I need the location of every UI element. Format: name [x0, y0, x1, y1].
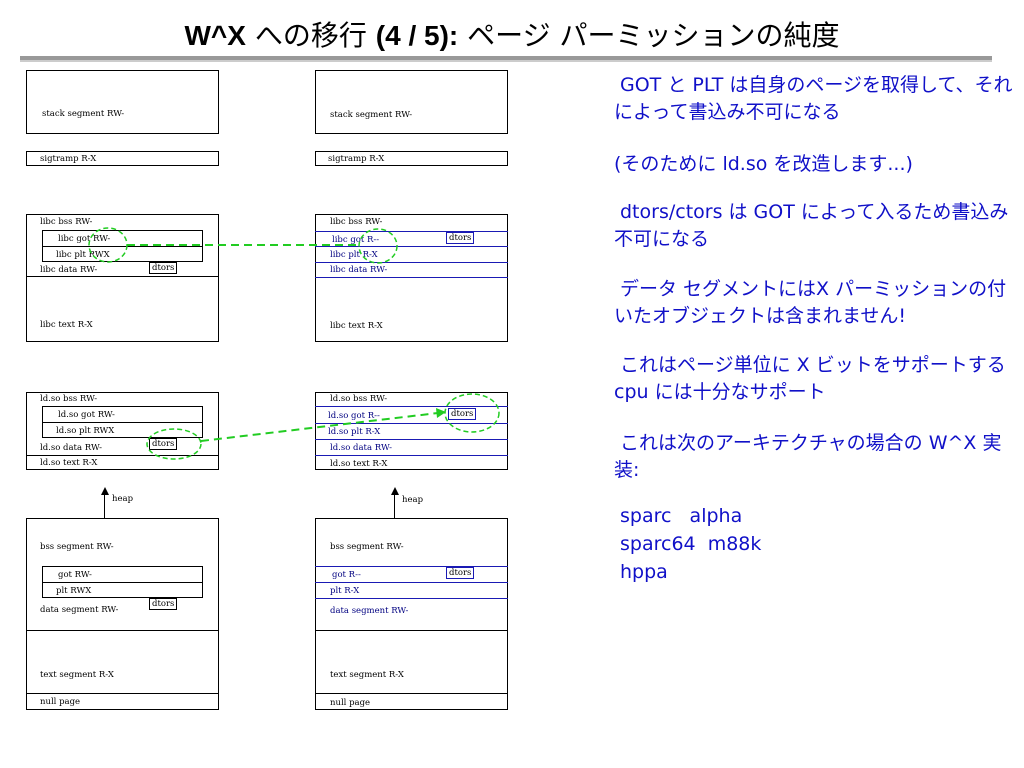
- right-plt-divider: [315, 598, 508, 599]
- right-text-divider: [315, 630, 508, 631]
- left-got-label: got RW-: [58, 570, 92, 580]
- right-heap-label: heap: [402, 495, 424, 505]
- right-ldso-bss-label: ld.so bss RW-: [330, 394, 388, 404]
- left-ldso-got-plt-divider: [42, 422, 203, 423]
- right-libc-text-label: libc text R-X: [330, 321, 383, 331]
- title-part4: ページ パーミッションの純度: [467, 19, 840, 52]
- right-null-divider: [315, 693, 508, 694]
- right-null-label: null page: [330, 698, 371, 708]
- left-dtors-tag: dtors: [149, 598, 178, 610]
- right-ldso-got-divider: [315, 423, 508, 424]
- title-part2: への移行: [254, 19, 367, 52]
- left-bss-label: bss segment RW-: [40, 542, 114, 552]
- left-ldso-dtors-tag: dtors: [149, 438, 178, 450]
- right-ldso-plt-divider: [315, 439, 508, 440]
- arch-line-3: hppa: [620, 561, 668, 583]
- right-data-label: data segment RW-: [330, 606, 409, 616]
- left-ldso-plt-label: ld.so plt RWX: [56, 426, 115, 436]
- note-dtors-ctors: dtors/ctors は GOT によって入るため書込み不可になる: [614, 201, 1009, 250]
- note-ldso-modified: (そのために ld.so を改造します...): [614, 153, 913, 175]
- right-ldso-data-divider: [315, 455, 508, 456]
- right-libc-dtors-tag: dtors: [446, 232, 475, 244]
- left-ldso-text-divider: [26, 455, 219, 456]
- right-ldso-data-label: ld.so data RW-: [330, 443, 392, 453]
- right-ldso-dtors-tag: dtors: [448, 408, 477, 420]
- right-ldso-got-top: [315, 406, 508, 407]
- right-libc-plt-label: libc plt R-X: [330, 250, 378, 260]
- left-ldso-data-label: ld.so data RW-: [40, 443, 102, 453]
- left-stack-label: stack segment RW-: [42, 109, 125, 119]
- right-got-label: got R--: [332, 570, 361, 580]
- right-stack-label: stack segment RW-: [330, 110, 413, 120]
- left-libc-got-label: libc got RW-: [58, 234, 111, 244]
- title-rule: [20, 56, 992, 60]
- left-libc-bss-label: libc bss RW-: [40, 217, 93, 227]
- title-part3: (4 / 5):: [375, 20, 459, 51]
- note-got-plt: GOT と PLT は自身のページを取得して、それによって書込み不可になる: [614, 74, 1013, 123]
- right-ldso-plt-label: ld.so plt R-X: [328, 427, 381, 437]
- left-plt-label: plt RWX: [56, 586, 92, 596]
- left-program-block: [26, 518, 219, 710]
- left-libc-data-label: libc data RW-: [40, 265, 98, 275]
- right-text-label: text segment R-X: [330, 670, 404, 680]
- notes-panel: GOT と PLT は自身のページを取得して、それによって書込み不可になる (そ…: [614, 72, 1014, 586]
- left-libc-plt-label: libc plt RWX: [56, 250, 110, 260]
- right-libc-got-divider: [315, 246, 508, 247]
- note-cpu-support: これはページ単位に X ビットをサポートする cpu には十分なサポート: [614, 354, 1006, 403]
- left-libc-block: [26, 214, 219, 342]
- slide-title: W^X への移行 (4 / 5): ページ パーミッションの純度: [0, 14, 1024, 54]
- right-got-divider: [315, 582, 508, 583]
- left-null-divider: [26, 693, 219, 694]
- left-libc-data-divider: [26, 276, 219, 277]
- right-ldso-text-label: ld.so text R-X: [330, 459, 388, 469]
- left-libc-got-plt-divider: [42, 246, 203, 247]
- right-sigtramp-segment: [315, 151, 508, 166]
- right-ldso-got-label: ld.so got R--: [328, 411, 380, 421]
- left-ldso-got-label: ld.so got RW-: [58, 410, 115, 420]
- right-dtors-tag: dtors: [446, 567, 475, 579]
- title-rule-shadow: [20, 60, 992, 62]
- right-heap-arrow-head: [391, 487, 399, 495]
- right-heap-arrow-line: [394, 494, 395, 518]
- left-stack-segment: [26, 70, 219, 134]
- right-sigtramp-label: sigtramp R-X: [328, 154, 385, 164]
- left-text-divider: [26, 630, 219, 631]
- title-part1: W^X: [184, 20, 246, 51]
- right-libc-got-top: [315, 231, 508, 232]
- left-libc-text-label: libc text R-X: [40, 320, 93, 330]
- right-program-block: [315, 518, 508, 710]
- left-libc-dtors-tag: dtors: [149, 262, 178, 274]
- left-heap-arrow-line: [104, 494, 105, 518]
- left-data-label: data segment RW-: [40, 605, 119, 615]
- left-ldso-bss-label: ld.so bss RW-: [40, 394, 98, 404]
- left-ldso-text-label: ld.so text R-X: [40, 458, 98, 468]
- right-stack-segment: [315, 70, 508, 134]
- right-libc-data-label: libc data RW-: [330, 265, 388, 275]
- right-bss-label: bss segment RW-: [330, 542, 404, 552]
- left-null-label: null page: [40, 697, 81, 707]
- left-text-label: text segment R-X: [40, 670, 114, 680]
- right-libc-plt-divider: [315, 262, 508, 263]
- right-got-top: [315, 566, 508, 567]
- right-libc-block: [315, 214, 508, 342]
- right-plt-label: plt R-X: [330, 586, 360, 596]
- left-sigtramp-label: sigtramp R-X: [40, 154, 97, 164]
- left-sigtramp-segment: [26, 151, 219, 166]
- left-heap-label: heap: [112, 494, 134, 504]
- arch-line-1: sparc alpha: [620, 505, 743, 527]
- left-got-plt-divider: [42, 582, 203, 583]
- left-heap-arrow-head: [101, 487, 109, 495]
- note-architectures: これは次のアーキテクチャの場合の W^X 実装:: [614, 432, 1002, 481]
- arch-line-2: sparc64 m88k: [620, 533, 762, 555]
- note-data-segment: データ セグメントにはX パーミッションの付いたオブジェクトは含まれません!: [614, 278, 1007, 327]
- right-libc-data-divider: [315, 277, 508, 278]
- right-libc-bss-label: libc bss RW-: [330, 217, 383, 227]
- right-libc-got-label: libc got R--: [332, 235, 380, 245]
